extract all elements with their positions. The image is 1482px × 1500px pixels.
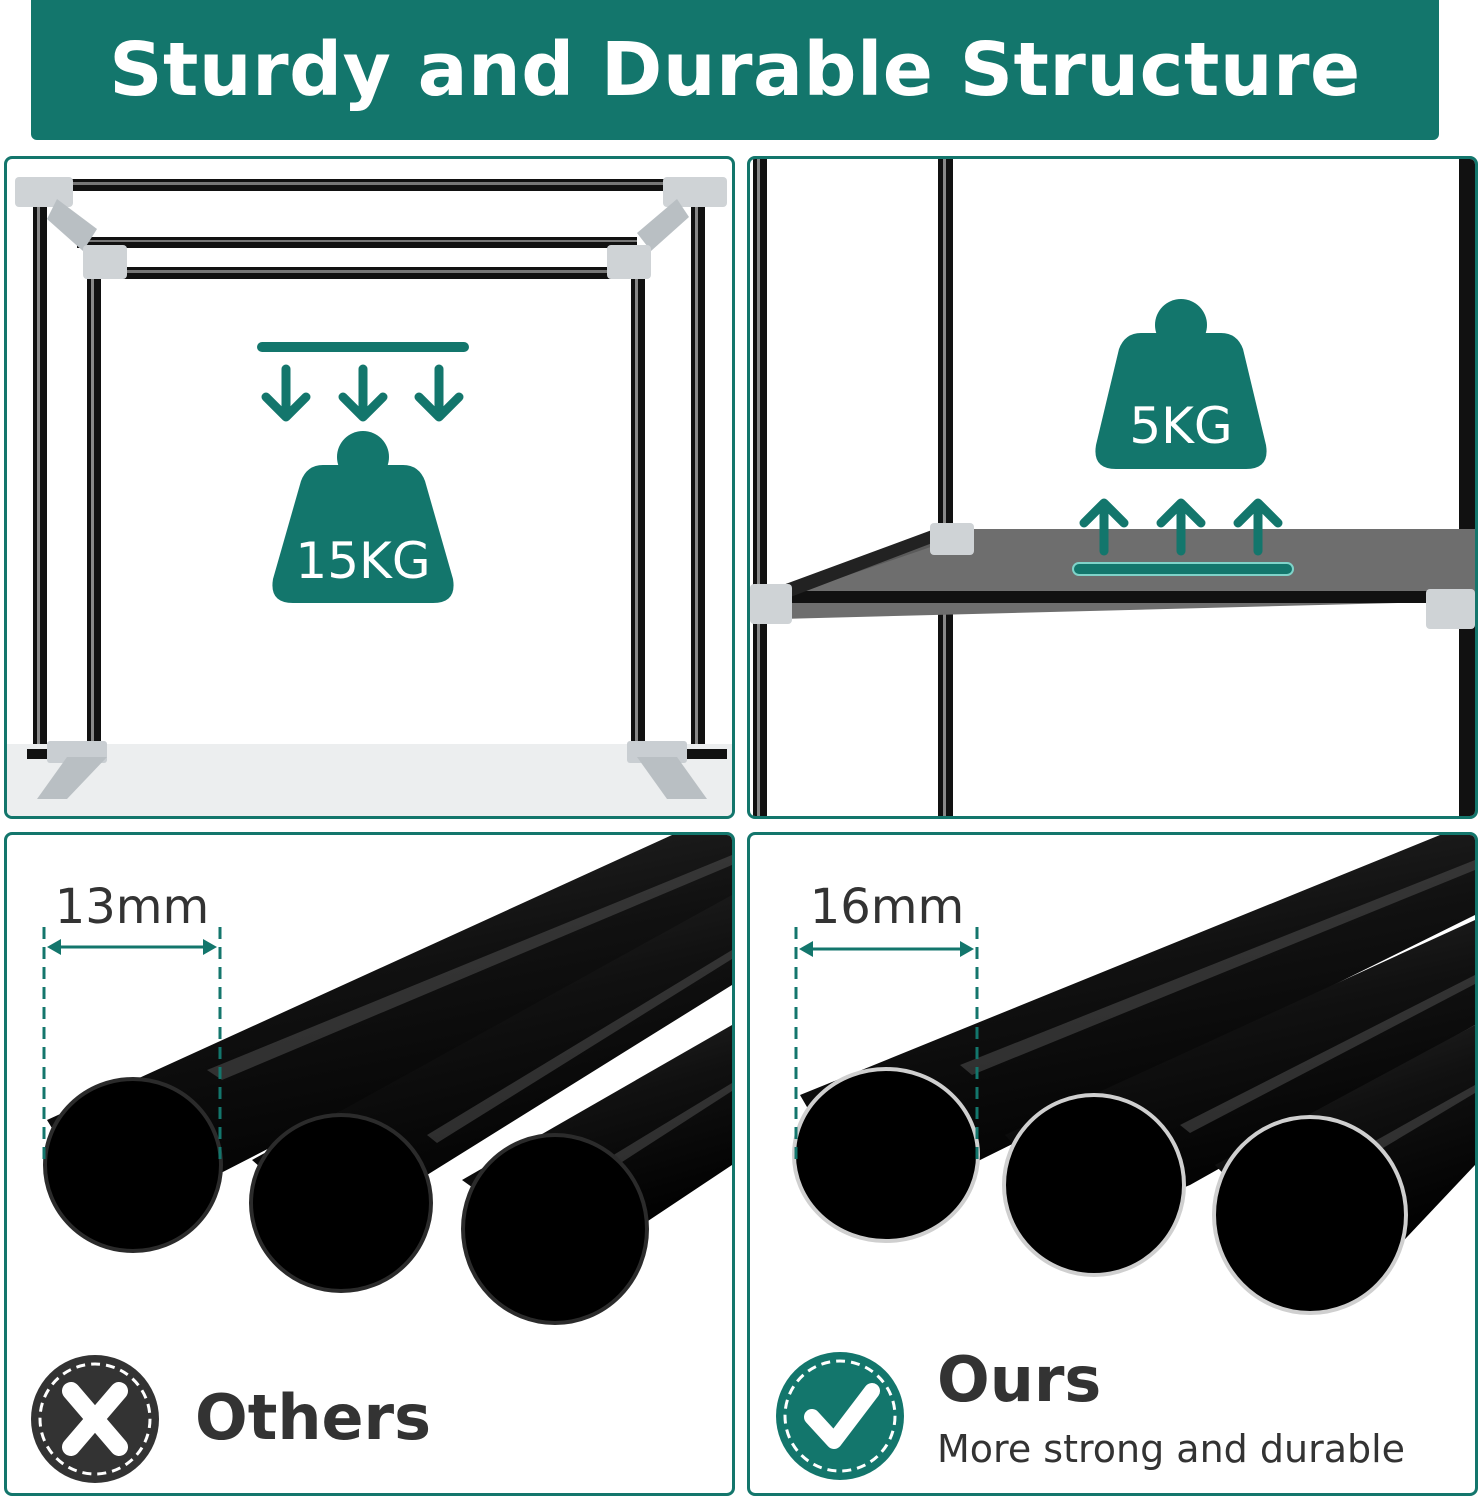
others-tube-panel: 13mm Others [4,832,735,1496]
top-load-value: 15KG [295,532,430,590]
title-banner: Sturdy and Durable Structure [31,0,1439,140]
top-frame-illustration: 15KG [7,177,732,816]
others-label: Others [195,1381,432,1454]
ours-diameter-label: 16mm [810,879,965,935]
ours-tubes-illustration: 16mm [776,835,1475,1480]
others-diameter-label: 13mm [55,879,210,935]
shelf-load-panel: 5KG [747,156,1478,819]
ours-label: Ours [937,1343,1102,1416]
x-badge-icon [31,1355,159,1483]
others-tubes-illustration: 13mm [31,835,732,1483]
ours-tube-panel: 16mm Ours More strong and durable [747,832,1478,1496]
shelf-illustration: 5KG [750,159,1475,816]
weight-icon [272,431,454,603]
shelf-load-value: 5KG [1129,397,1232,455]
top-frame-load-panel: 15KG [4,156,735,819]
page-title: Sturdy and Durable Structure [109,27,1361,113]
weight-icon [1095,299,1267,469]
ours-subtitle: More strong and durable [937,1427,1406,1471]
check-badge-icon [776,1352,904,1480]
